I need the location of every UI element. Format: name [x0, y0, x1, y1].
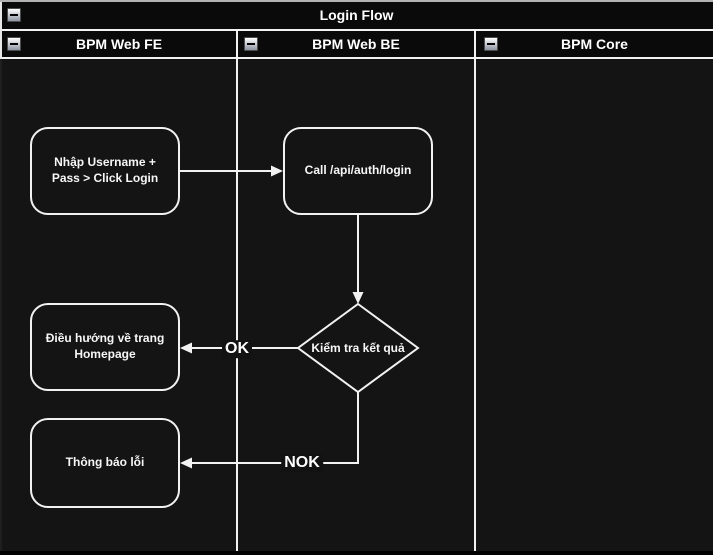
arrowhead-left — [180, 457, 192, 469]
canvas-bottom-edge — [0, 551, 713, 555]
minus-icon — [247, 43, 255, 45]
lane-core-collapse-button[interactable] — [484, 37, 498, 51]
pool-collapse-button[interactable] — [7, 8, 21, 22]
edge-input-to-call[interactable] — [180, 165, 283, 177]
lane-header-bpm-web-fe[interactable] — [2, 31, 236, 57]
lane-title-bpm-web-fe: BPM Web FE — [75, 36, 163, 52]
lane-title-bpm-web-be: BPM Web BE — [312, 36, 400, 52]
window-top-edge — [0, 0, 713, 2]
lane-divider-fe-be — [236, 31, 238, 551]
lane-header-bpm-web-be[interactable] — [238, 31, 474, 57]
lane-divider-be-core — [474, 31, 476, 551]
node-navigate-home-label: Điều hướng về trang Homepage — [45, 331, 165, 361]
node-call-api-label: Call /api/auth/login — [304, 163, 412, 178]
node-input-login-label: Nhập Username + Pass > Click Login — [51, 155, 159, 185]
edge-label-ok[interactable]: OK — [222, 340, 252, 358]
arrowhead-left — [180, 342, 192, 354]
node-navigate-home[interactable]: Điều hướng về trang Homepage — [30, 303, 180, 391]
decision-diamond-label: Kiểm tra kết quả — [311, 341, 405, 355]
separator-title-lanes — [0, 29, 713, 31]
pool-title: Login Flow — [319, 7, 394, 23]
pool-title-bar[interactable] — [2, 2, 713, 29]
pool-left-border — [0, 2, 2, 59]
minus-icon — [10, 43, 18, 45]
node-call-api[interactable]: Call /api/auth/login — [283, 127, 433, 215]
node-error-message-label: Thông báo lỗi — [65, 455, 145, 470]
lane-fe-collapse-button[interactable] — [7, 37, 21, 51]
minus-icon — [10, 14, 18, 16]
edge-check-nok-to-error[interactable] — [180, 392, 359, 469]
arrowhead-down — [352, 292, 364, 304]
lane-be-collapse-button[interactable] — [244, 37, 258, 51]
node-input-login[interactable]: Nhập Username + Pass > Click Login — [30, 127, 180, 215]
lane-title-bpm-core: BPM Core — [561, 36, 628, 52]
edge-label-nok[interactable]: NOK — [281, 454, 323, 472]
lane-header-bpm-core[interactable] — [476, 31, 713, 57]
pool-left-border-lower — [0, 59, 2, 551]
separator-lanes-body — [0, 57, 713, 59]
minus-icon — [487, 43, 495, 45]
node-error-message[interactable]: Thông báo lỗi — [30, 418, 180, 508]
arrowhead-right — [271, 165, 283, 177]
edge-call-to-check[interactable] — [352, 215, 364, 304]
